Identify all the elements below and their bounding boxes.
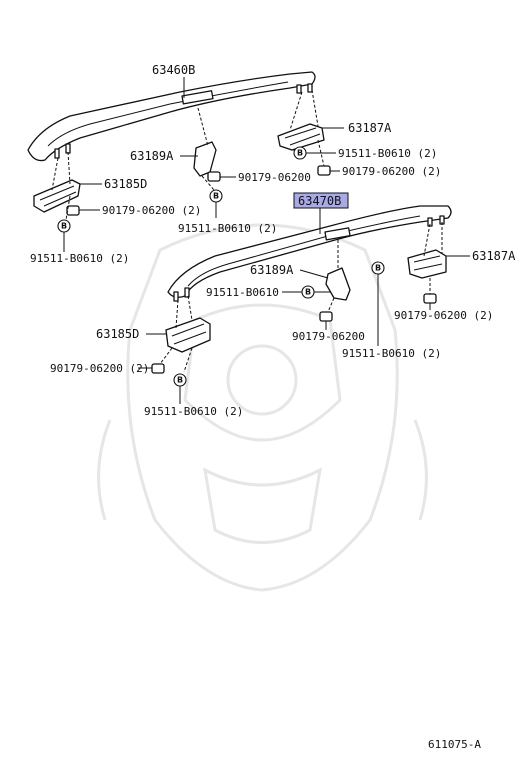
bracket-63189a-top <box>193 141 217 177</box>
label-63189a-top: 63189A <box>130 149 174 163</box>
label-91511-top-right: 91511-B0610 (2) <box>338 147 437 160</box>
clip-bottom-left <box>151 363 165 374</box>
bolt-marker-top-right: B <box>293 146 307 160</box>
bracket-63187a-top <box>277 123 325 151</box>
label-91511-bottom-right: 91511-B0610 (2) <box>342 347 441 360</box>
bolt-marker-bottom-right: B <box>371 261 385 275</box>
bolt-marker-top-left: B <box>57 219 71 233</box>
svg-text:B: B <box>305 288 311 297</box>
bracket-63185d-bottom <box>165 317 211 353</box>
label-63189a-bottom: 63189A <box>250 263 294 277</box>
clip-top-mid <box>207 171 221 182</box>
label-90179-top-right: 90179-06200 (2) <box>342 165 441 178</box>
bolt-marker-top-mid: B <box>209 189 223 203</box>
bracket-63189a-bottom <box>325 267 351 301</box>
bolt-marker-bottom-left: B <box>173 373 187 387</box>
svg-text:B: B <box>177 376 183 385</box>
bracket-63185d-top <box>33 179 81 213</box>
svg-text:B: B <box>61 222 67 231</box>
clip-bottom-right <box>423 293 437 304</box>
bolt-marker-bottom-mid: B <box>301 285 315 299</box>
label-90179-top-mid: 90179-06200 <box>238 171 311 184</box>
svg-text:B: B <box>297 149 303 158</box>
label-90179-bottom-right: 90179-06200 (2) <box>394 309 493 322</box>
label-63187a-top: 63187A <box>348 121 392 135</box>
label-91511-bottom-left: 91511-B0610 (2) <box>144 405 243 418</box>
svg-text:B: B <box>375 264 381 273</box>
label-63470b: 63470B <box>298 194 341 208</box>
label-63185d-bottom: 63185D <box>96 327 139 341</box>
figure-code: 611075-A <box>428 738 481 751</box>
clip-top-left <box>66 205 80 216</box>
label-91511-bottom-mid: 91511-B0610 <box>206 286 279 299</box>
label-63185d-top: 63185D <box>104 177 147 191</box>
label-90179-bottom-mid: 90179-06200 <box>292 330 365 343</box>
clip-bottom-mid <box>319 311 333 322</box>
clip-top-right <box>317 165 331 176</box>
label-90179-top-left: 90179-06200 (2) <box>102 204 201 217</box>
label-91511-top-left: 91511-B0610 (2) <box>30 252 129 265</box>
highlight-box-63470b <box>293 192 349 209</box>
label-90179-bottom-left: 90179-06200 (2) <box>50 362 149 375</box>
roof-rail-63460b <box>27 71 316 162</box>
bracket-63187a-bottom <box>407 249 447 279</box>
svg-text:B: B <box>213 192 219 201</box>
label-91511-top-mid: 91511-B0610 (2) <box>178 222 277 235</box>
label-63187a-bottom: 63187A <box>472 249 516 263</box>
label-63460b: 63460B <box>152 63 195 77</box>
